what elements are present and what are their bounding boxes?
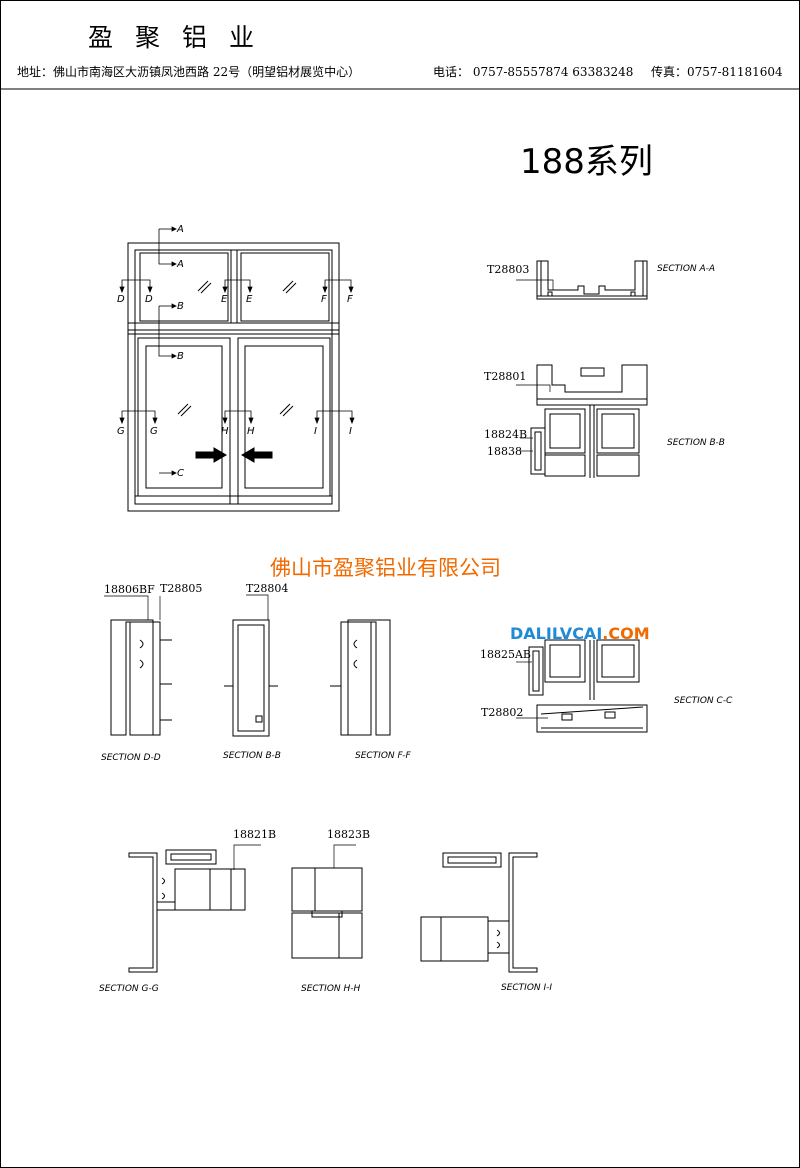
section-title-dd: SECTION D-D: [101, 753, 161, 763]
cut-label-d-right: D: [145, 294, 153, 305]
cut-label-i-left: I: [314, 426, 317, 437]
cut-label-i-right: I: [349, 426, 352, 437]
part-label-t28801: T28801: [484, 370, 527, 383]
phone-text: 电话： 0757-85557874 63383248: [433, 65, 634, 79]
section-title-hh: SECTION H-H: [301, 984, 361, 994]
section-ii-profile: [420, 852, 538, 973]
part-label-18806bf: 18806BF: [104, 583, 155, 596]
cut-label-b-bottom: B: [177, 351, 184, 362]
section-cc-profile: [516, 639, 648, 733]
section-title-bb-mid: SECTION B-B: [223, 751, 281, 761]
section-dd-profile: [104, 595, 172, 736]
cut-label-a-bottom: A: [177, 259, 184, 270]
part-label-18838: 18838: [487, 445, 522, 458]
section-title-gg: SECTION G-G: [99, 984, 159, 994]
cut-label-e-left: E: [221, 294, 228, 305]
address-text: 地址：佛山市南海区大沥镇凤池西路 22号（明望铝材展览中心）: [17, 65, 361, 79]
company-name: 盈聚铝业: [88, 23, 277, 52]
section-bb-mid-profile: [224, 594, 278, 737]
cut-label-b-top: B: [177, 301, 184, 312]
cut-label-g-right: G: [150, 426, 158, 437]
cut-label-a-top: A: [177, 224, 184, 235]
cut-label-h-left: H: [221, 426, 229, 437]
cut-label-g-left: G: [117, 426, 125, 437]
part-label-18824b: 18824B: [484, 428, 528, 441]
cut-label-f-right: F: [347, 294, 353, 305]
section-title-cc: SECTION C-C: [674, 696, 733, 706]
section-title-aa: SECTION A-A: [657, 264, 716, 274]
section-hh-profile: [291, 844, 363, 959]
part-label-t28802: T28802: [481, 706, 524, 719]
section-aa-profile: [516, 260, 648, 300]
company-watermark: 佛山市盈聚铝业有限公司: [270, 556, 501, 580]
website-name: DALILVCAI: [510, 624, 603, 643]
window-elevation: [119, 226, 355, 512]
section-ff-profile: [330, 619, 391, 736]
section-title-ff: SECTION F-F: [355, 751, 411, 761]
cut-label-c: C: [177, 468, 184, 479]
section-title-bb-right: SECTION B-B: [667, 438, 725, 448]
cut-label-f-left: F: [321, 294, 327, 305]
part-label-18821b: 18821B: [233, 828, 277, 841]
part-label-18823b: 18823B: [327, 828, 371, 841]
part-label-t28805: T28805: [160, 582, 203, 595]
cut-label-d-left: D: [117, 294, 125, 305]
part-label-t28804: T28804: [246, 582, 289, 595]
section-gg-profile: [128, 844, 261, 973]
section-bb-profile: [516, 364, 648, 478]
website-tld: .COM: [602, 624, 650, 643]
part-label-t28803: T28803: [487, 263, 530, 276]
section-title-ii: SECTION I-I: [501, 983, 553, 993]
fax-text: 传真：0757-81181604: [651, 65, 783, 79]
cut-label-e-right: E: [246, 294, 253, 305]
series-title: 188系列: [520, 142, 653, 182]
part-label-18825ab: 18825AB: [480, 648, 532, 661]
cut-label-h-right: H: [247, 426, 255, 437]
website-watermark: DALILVCAI.COM: [510, 624, 650, 643]
